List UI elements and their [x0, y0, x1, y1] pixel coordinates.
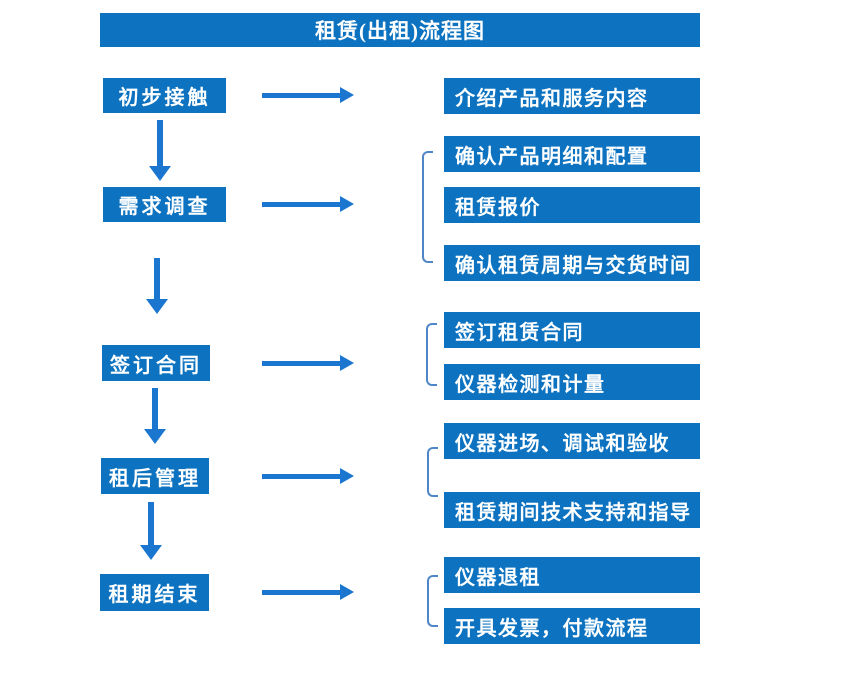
arrow-head-icon [340, 584, 354, 600]
output-rental-quote: 租赁报价 [444, 187, 700, 223]
down-arrow-3 [144, 388, 166, 444]
arrow-stem [154, 258, 160, 299]
step-label: 租后管理 [109, 467, 201, 490]
output-label: 确认租赁周期与交货时间 [455, 254, 692, 277]
title-banner: 租赁(出租)流程图 [100, 13, 700, 47]
bracket-demand-survey-group [422, 151, 433, 263]
step-initial-contact: 初步接触 [103, 78, 226, 113]
arrow-stem [262, 473, 340, 479]
step-label: 签订合同 [110, 354, 202, 377]
right-arrow-4 [262, 468, 354, 484]
arrow-stem [262, 201, 340, 207]
arrow-head-icon [146, 299, 168, 314]
arrow-head-icon [149, 166, 171, 181]
output-introduce-products: 介绍产品和服务内容 [444, 78, 700, 114]
bracket-sign-contract-group [426, 323, 437, 386]
arrow-stem [262, 589, 340, 595]
bracket-post-rental-group [427, 447, 438, 497]
down-arrow-4 [140, 502, 162, 560]
step-rental-end: 租期结束 [100, 574, 209, 611]
step-label: 初步接触 [118, 87, 211, 109]
arrow-head-icon [140, 545, 162, 560]
arrow-head-icon [340, 196, 354, 212]
arrow-stem [152, 388, 158, 429]
output-label: 租赁期间技术支持和指导 [455, 501, 692, 524]
step-demand-survey: 需求调查 [103, 187, 226, 222]
right-arrow-3 [262, 355, 354, 371]
down-arrow-1 [149, 120, 171, 181]
page-title: 租赁(出租)流程图 [315, 19, 485, 43]
arrow-head-icon [340, 355, 354, 371]
arrow-stem [262, 92, 340, 98]
output-label: 仪器退租 [455, 566, 541, 589]
output-label: 签订租赁合同 [455, 321, 584, 344]
output-confirm-product-details: 确认产品明细和配置 [444, 136, 700, 172]
arrow-stem [148, 502, 154, 545]
output-sign-rental-contract: 签订租赁合同 [444, 312, 700, 348]
output-rental-technical-support: 租赁期间技术支持和指导 [444, 492, 700, 528]
step-post-rental-management: 租后管理 [101, 458, 209, 494]
output-instrument-return: 仪器退租 [444, 557, 700, 593]
output-label: 介绍产品和服务内容 [455, 87, 649, 110]
bracket-rental-end-group [427, 575, 438, 627]
output-label: 租赁报价 [455, 196, 541, 219]
output-label: 开具发票，付款流程 [455, 617, 649, 640]
arrow-stem [262, 360, 340, 366]
output-instrument-entry-commissioning: 仪器进场、调试和验收 [444, 423, 700, 459]
output-label: 仪器进场、调试和验收 [455, 432, 670, 455]
right-arrow-1 [262, 87, 354, 103]
output-label: 仪器检测和计量 [455, 373, 606, 396]
step-label: 租期结束 [108, 584, 201, 606]
output-instrument-inspection-measurement: 仪器检测和计量 [444, 364, 700, 400]
arrow-head-icon [144, 429, 166, 444]
output-invoice-payment-process: 开具发票，付款流程 [444, 608, 700, 644]
output-confirm-rental-period-delivery: 确认租赁周期与交货时间 [444, 245, 700, 281]
arrow-stem [157, 120, 163, 166]
arrow-head-icon [340, 87, 354, 103]
right-arrow-2 [262, 196, 354, 212]
arrow-head-icon [340, 468, 354, 484]
step-label: 需求调查 [118, 196, 211, 218]
right-arrow-5 [262, 584, 354, 600]
output-label: 确认产品明细和配置 [455, 145, 649, 168]
down-arrow-2 [146, 258, 168, 314]
step-sign-contract: 签订合同 [102, 345, 210, 381]
